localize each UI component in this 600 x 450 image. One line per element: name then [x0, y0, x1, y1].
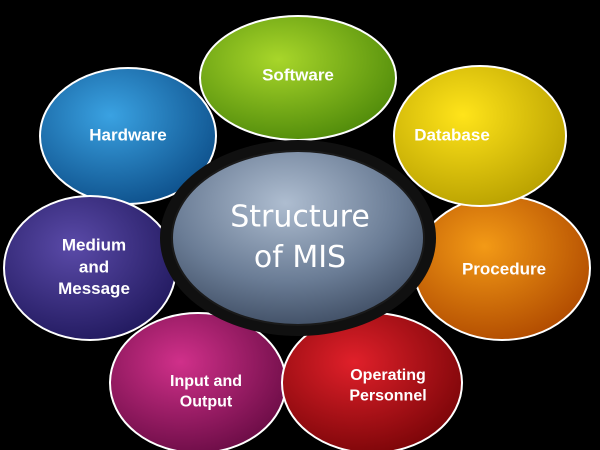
petal-label-hardware: Hardware — [89, 125, 166, 144]
petal-label-input-and-output: Output — [180, 393, 233, 410]
petal-database: Database — [393, 65, 567, 207]
petal-label-medium-and-message: and — [79, 257, 109, 276]
petal-label-input-and-output: Input and — [170, 373, 242, 390]
petal-label-operating-personnel: Operating — [350, 367, 426, 384]
center-title-line: Structure — [230, 199, 370, 234]
petal-label-medium-and-message: Message — [58, 279, 130, 298]
petal-label-medium-and-message: Medium — [62, 236, 126, 255]
center-disc — [171, 150, 425, 326]
center-title-line: of MIS — [254, 240, 346, 275]
petal-shape-database — [393, 65, 567, 207]
petal-label-database: Database — [414, 125, 490, 144]
petal-label-operating-personnel: Personnel — [349, 387, 426, 404]
petal-procedure: Procedure — [413, 195, 591, 341]
petal-label-software: Software — [262, 65, 334, 84]
petal-software: Software — [199, 15, 397, 141]
center-node: Structure of MIS — [160, 140, 436, 336]
petal-label-procedure: Procedure — [462, 259, 546, 278]
petal-hardware: Hardware — [39, 67, 217, 205]
